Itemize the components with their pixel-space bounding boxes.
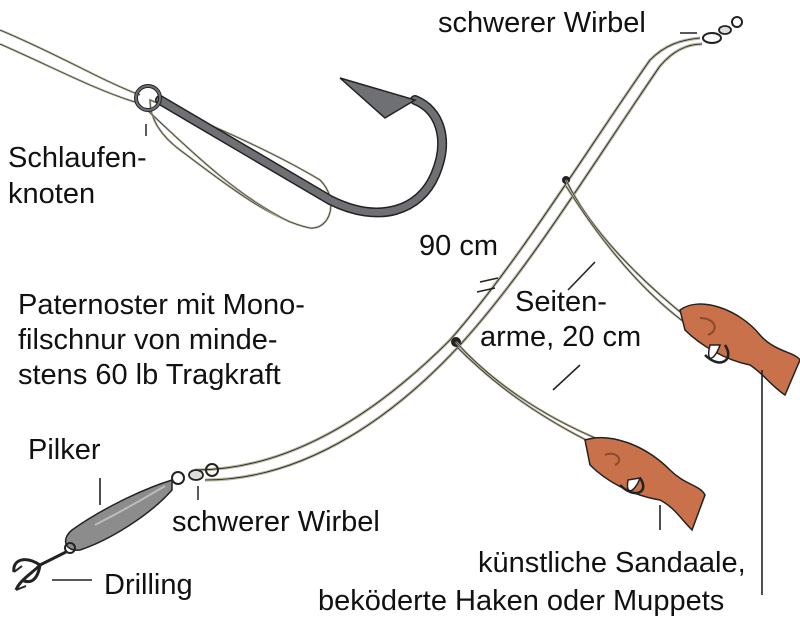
pilker-jig-icon xyxy=(64,478,173,554)
lower-sandeel-lure-icon xyxy=(584,436,706,532)
label-main-length: 90 cm xyxy=(419,229,498,264)
label-lures: künstliche Sandaale, beköderte Haken ode… xyxy=(318,544,746,620)
label-loop-knot-line1: Schlaufen- xyxy=(8,142,147,174)
label-lures-line2: beköderte Haken oder Muppets xyxy=(318,585,725,617)
label-loop-knot: Schlaufen- knoten xyxy=(8,140,147,212)
label-paternoster-line3: stens 60 lb Tragkraft xyxy=(18,359,281,391)
label-side-arms-line2: arme, 20 cm xyxy=(480,321,642,353)
main-line xyxy=(194,36,703,482)
label-lures-line1: künstliche Sandaale, xyxy=(478,547,746,579)
label-top-swivel-text: schwerer Wirbel xyxy=(438,7,646,39)
label-side-arms: Seiten- arme, 20 cm xyxy=(480,285,641,355)
label-loop-knot-line2: knoten xyxy=(8,178,96,210)
label-paternoster-line1: Paternoster mit Mono- xyxy=(18,289,305,321)
label-bottom-swivel-text: schwerer Wirbel xyxy=(172,506,380,538)
upper-sandeel-lure-icon xyxy=(679,303,800,595)
label-treble-text: Drilling xyxy=(104,569,193,601)
label-bottom-swivel: schwerer Wirbel xyxy=(172,505,380,540)
label-main-length-text: 90 cm xyxy=(419,230,498,262)
treble-hook-icon xyxy=(12,550,92,591)
label-treble: Drilling xyxy=(104,568,193,603)
loop-knot-inset xyxy=(0,28,448,230)
label-side-arms-line1: Seiten- xyxy=(515,286,607,318)
upper-side-arm xyxy=(562,176,691,326)
label-pilker-text: Pilker xyxy=(28,434,101,466)
label-top-swivel: schwerer Wirbel xyxy=(438,6,646,41)
label-pilker: Pilker xyxy=(28,433,101,468)
label-paternoster: Paternoster mit Mono- filschnur von mind… xyxy=(18,288,305,393)
bottom-swivel-icon xyxy=(171,463,219,500)
label-paternoster-line2: filschnur von minde- xyxy=(18,324,278,356)
top-swivel-icon xyxy=(680,16,743,44)
lower-side-arm xyxy=(451,337,601,448)
